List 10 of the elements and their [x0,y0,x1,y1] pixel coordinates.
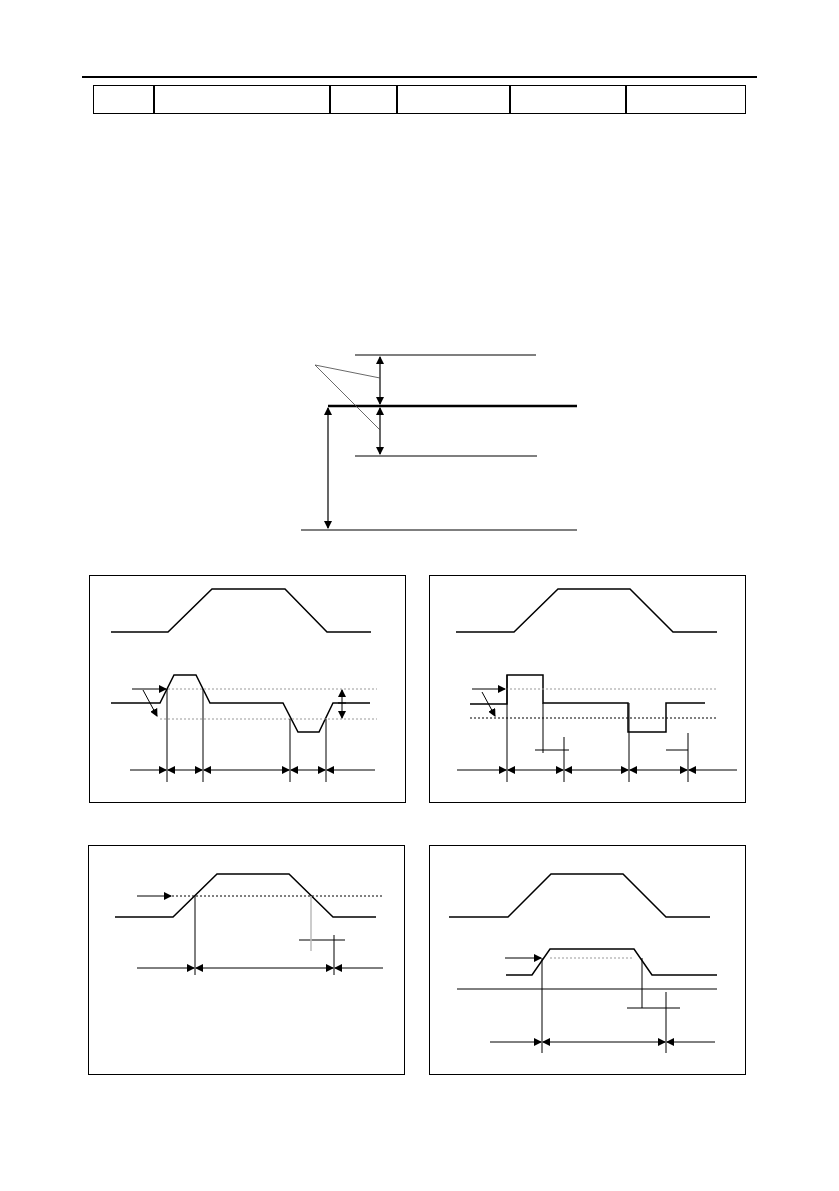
panel-frame [88,845,405,1075]
panel-frame [429,575,746,803]
table-cell [330,85,397,114]
panel-frame [429,845,746,1075]
table-cell [397,85,510,114]
table-cell [93,85,154,114]
table-cell [626,85,746,114]
panel-frame [89,575,406,803]
table-cell [154,85,330,114]
table-cell [510,85,626,114]
